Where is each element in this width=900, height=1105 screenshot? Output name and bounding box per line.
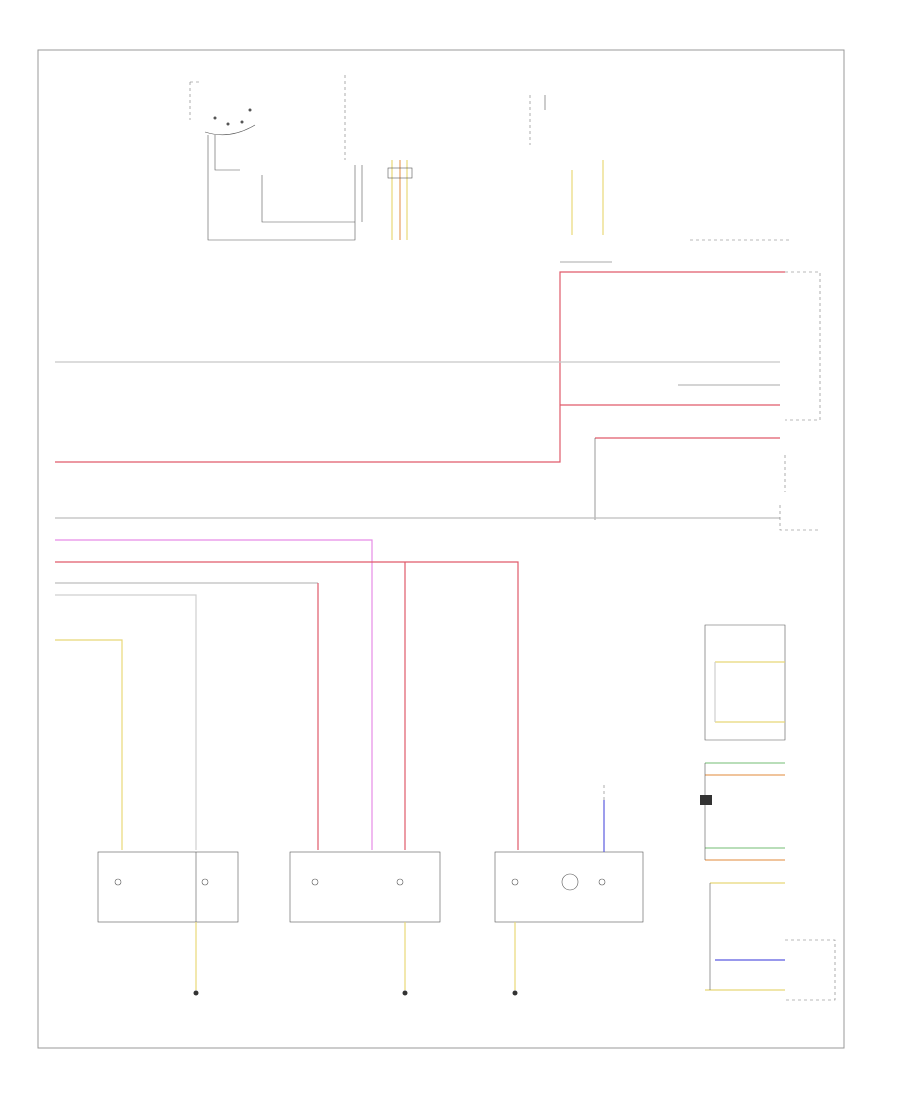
right-component-1 (704, 624, 786, 741)
red-wire-right (55, 561, 519, 850)
right-component-3 (705, 882, 836, 1001)
pink-wire (55, 539, 373, 850)
right-headlamp (289, 851, 441, 996)
red-power-wire (55, 271, 785, 463)
headlamp-switch-group (189, 75, 413, 241)
right-front-lamp (494, 785, 644, 996)
instrument-cluster-group (529, 95, 612, 263)
left-headlamp (97, 851, 239, 996)
right-component-2 (700, 762, 785, 861)
yellow-wire-left (55, 639, 123, 850)
diagram-border (37, 49, 845, 1049)
